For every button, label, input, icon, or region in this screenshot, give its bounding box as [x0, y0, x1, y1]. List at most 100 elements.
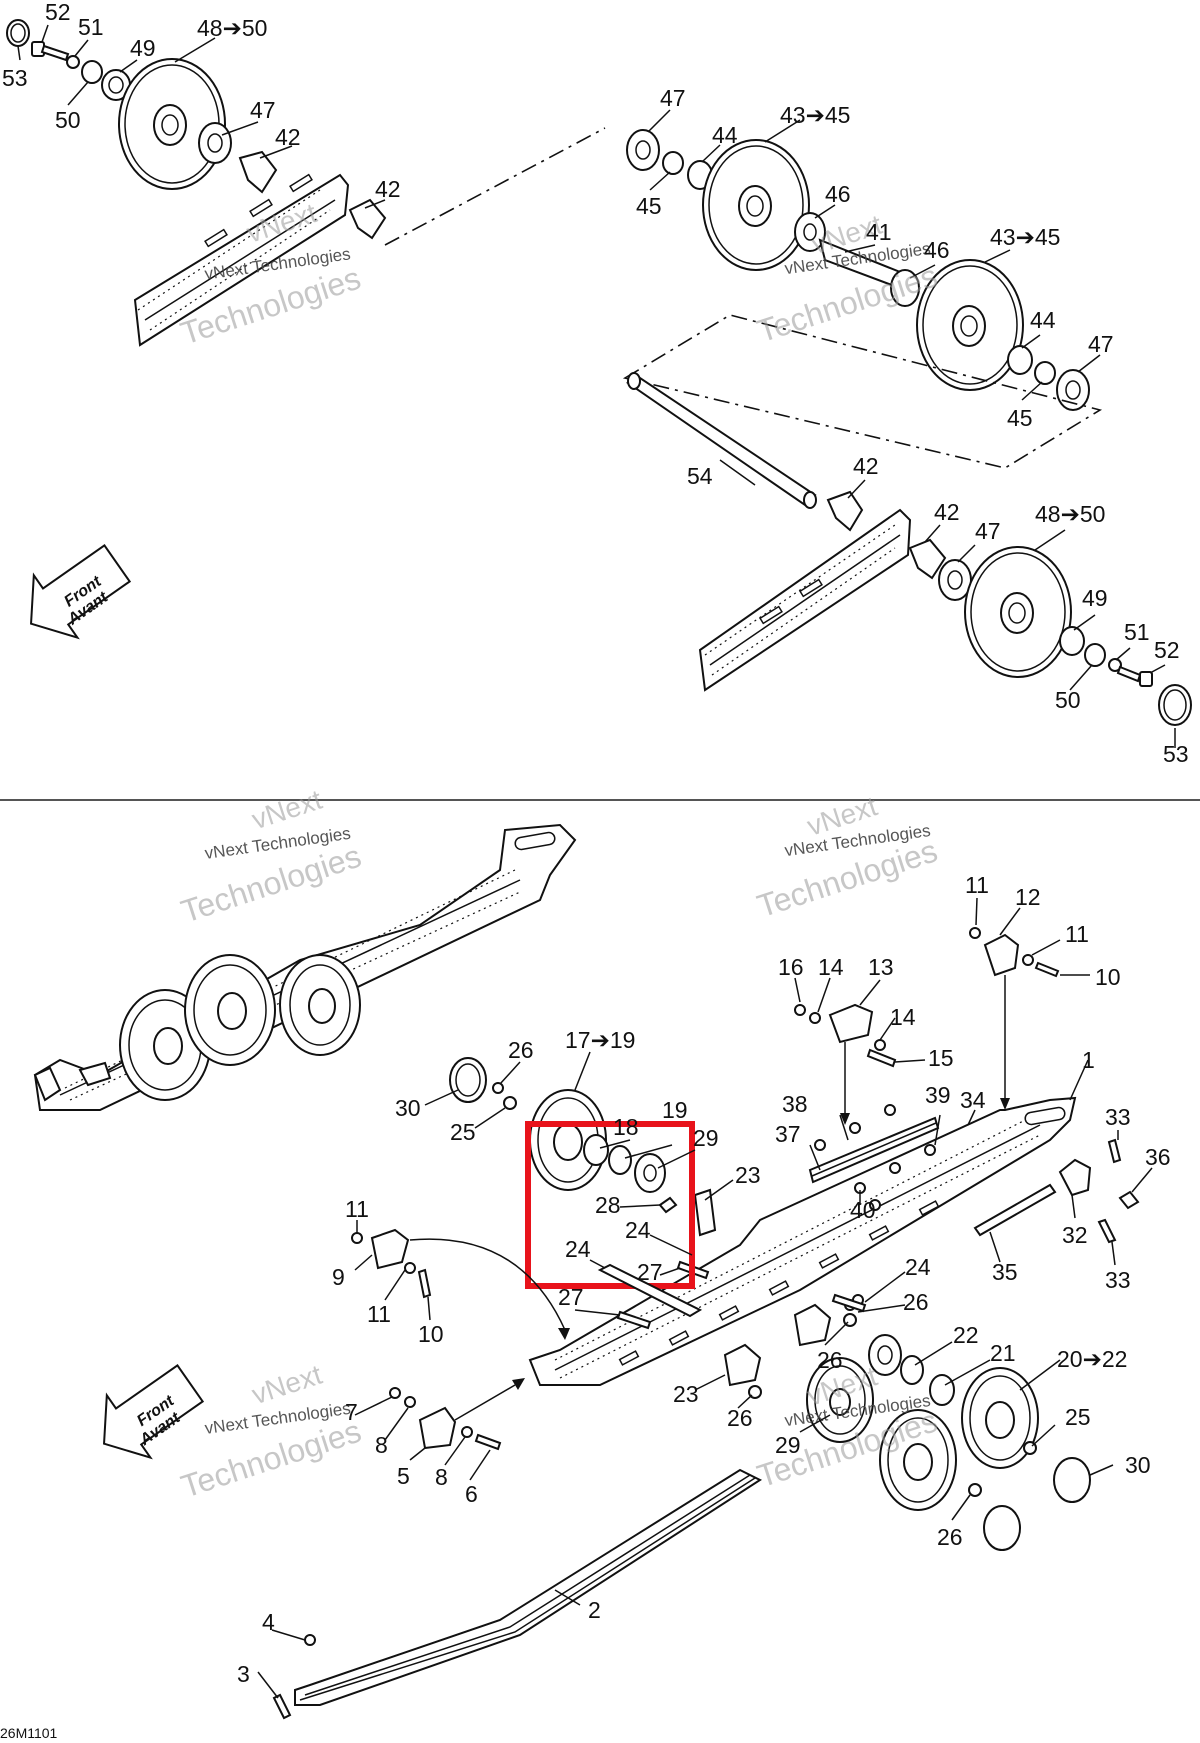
bolt-28 [658, 1196, 678, 1214]
clip-45-top-right [1034, 361, 1056, 385]
bolt-6 [474, 1433, 502, 1451]
label: 19 [662, 1097, 688, 1123]
label: 53 [2, 65, 28, 91]
washer-14-a [809, 1012, 821, 1024]
bolt-33-a [1107, 1138, 1122, 1164]
bushing-42-a [238, 150, 278, 194]
front-arrow-top [29, 544, 132, 640]
block-32 [1058, 1158, 1092, 1197]
washer-11-left-b [404, 1262, 416, 1274]
bolt-52-right [1116, 665, 1153, 687]
top-assembly: Front Avant vNext vNext Technologies Tec… [2, 0, 1192, 767]
label: 24 [565, 1236, 591, 1262]
rod-24 [597, 1263, 703, 1318]
label: 46 [924, 237, 950, 263]
axle-box-54 [622, 314, 1103, 469]
label: 1 [1082, 1047, 1095, 1073]
label: 20➔22 [1057, 1346, 1127, 1372]
arrow-head-13 [840, 1113, 850, 1125]
nut-16 [794, 1004, 806, 1016]
label: 10 [1095, 964, 1121, 990]
top-right-frame-rail [698, 508, 912, 692]
wheel-43-top-mid [702, 139, 810, 271]
label: 2 [588, 1597, 601, 1623]
bearing-21 [929, 1374, 955, 1406]
bearing-44-top-right [1007, 345, 1033, 375]
arrow-head-12 [1000, 1098, 1010, 1110]
label: 35 [992, 1259, 1018, 1285]
label: 44 [1030, 307, 1056, 333]
washer-11-top-b [1022, 954, 1034, 966]
bracket-5 [418, 1406, 457, 1450]
top-left-frame-rail [133, 173, 350, 347]
label: 32 [1062, 1222, 1088, 1248]
clip-50-top-left [81, 60, 103, 84]
label: 30 [395, 1095, 421, 1121]
label: 14 [818, 954, 844, 980]
label: 52 [1154, 637, 1180, 663]
label: 43➔45 [780, 102, 850, 128]
label: 37 [775, 1121, 801, 1147]
spacer-29-right [868, 1334, 902, 1376]
clip-50-right [1084, 643, 1106, 667]
nut-26-left [492, 1082, 504, 1094]
washer-4 [304, 1634, 316, 1646]
bolt-52 [31, 41, 70, 62]
label: 44 [712, 122, 738, 148]
label: 12 [1015, 884, 1041, 910]
bolt-33-b [1097, 1218, 1117, 1244]
wheel-48-top-bottom-right [964, 546, 1072, 678]
frame-rail-1 [528, 1096, 1077, 1386]
label: 26 [508, 1037, 534, 1063]
cap-30-right-b [983, 1505, 1021, 1551]
bracket-23-top [693, 1188, 717, 1237]
wheel-20 [961, 1367, 1039, 1469]
label: 25 [450, 1119, 476, 1145]
nut-7 [389, 1387, 401, 1399]
bolt-35 [973, 1183, 1057, 1237]
label: 27 [637, 1259, 663, 1285]
label: 50 [1055, 687, 1081, 713]
label: 4 [262, 1609, 275, 1635]
label: 27 [558, 1284, 584, 1310]
bottom-assembly: Front Avant vNext vNext Technologies Tec… [0, 784, 1171, 1741]
label: 52 [45, 0, 71, 25]
label: 23 [735, 1162, 761, 1188]
axle-line-top [384, 127, 606, 246]
bracket-23-low [723, 1343, 762, 1387]
label: 42 [375, 176, 401, 202]
nut-36 [1118, 1190, 1140, 1210]
watermark-bottom-left: vNext vNext Technologies Technologies [177, 784, 366, 930]
label: 29 [775, 1432, 801, 1458]
label: 47 [1088, 331, 1114, 357]
label: 26 [817, 1347, 843, 1373]
bolt-3 [272, 1693, 292, 1720]
label: 49 [130, 35, 156, 61]
label: 47 [660, 85, 686, 111]
label: 9 [332, 1264, 345, 1290]
label: 26 [937, 1524, 963, 1550]
bearing-49-right [1059, 626, 1085, 656]
bushing-42-b [348, 198, 387, 240]
label: 29 [693, 1125, 719, 1151]
label: 46 [825, 181, 851, 207]
label: 11 [1065, 921, 1089, 947]
label: 26 [903, 1289, 929, 1315]
label: 33 [1105, 1104, 1131, 1130]
label: 51 [1124, 619, 1150, 645]
label: 11 [965, 872, 989, 898]
washer-51-right [1108, 658, 1122, 672]
bearing-18 [583, 1134, 609, 1166]
label: 54 [687, 463, 713, 489]
front-arrow-bottom [102, 1364, 205, 1460]
label: 33 [1105, 1267, 1131, 1293]
watermark-bottom-lower-left: vNext vNext Technologies Technologies [177, 1359, 366, 1505]
bottom-leader-lines [257, 897, 1153, 1699]
washer-14-b [874, 1039, 886, 1051]
bolt-10-left [417, 1268, 432, 1299]
label: 18 [613, 1114, 639, 1140]
label: 24 [905, 1254, 931, 1280]
label: 38 [782, 1091, 808, 1117]
cap-30-right-a [1053, 1457, 1091, 1503]
